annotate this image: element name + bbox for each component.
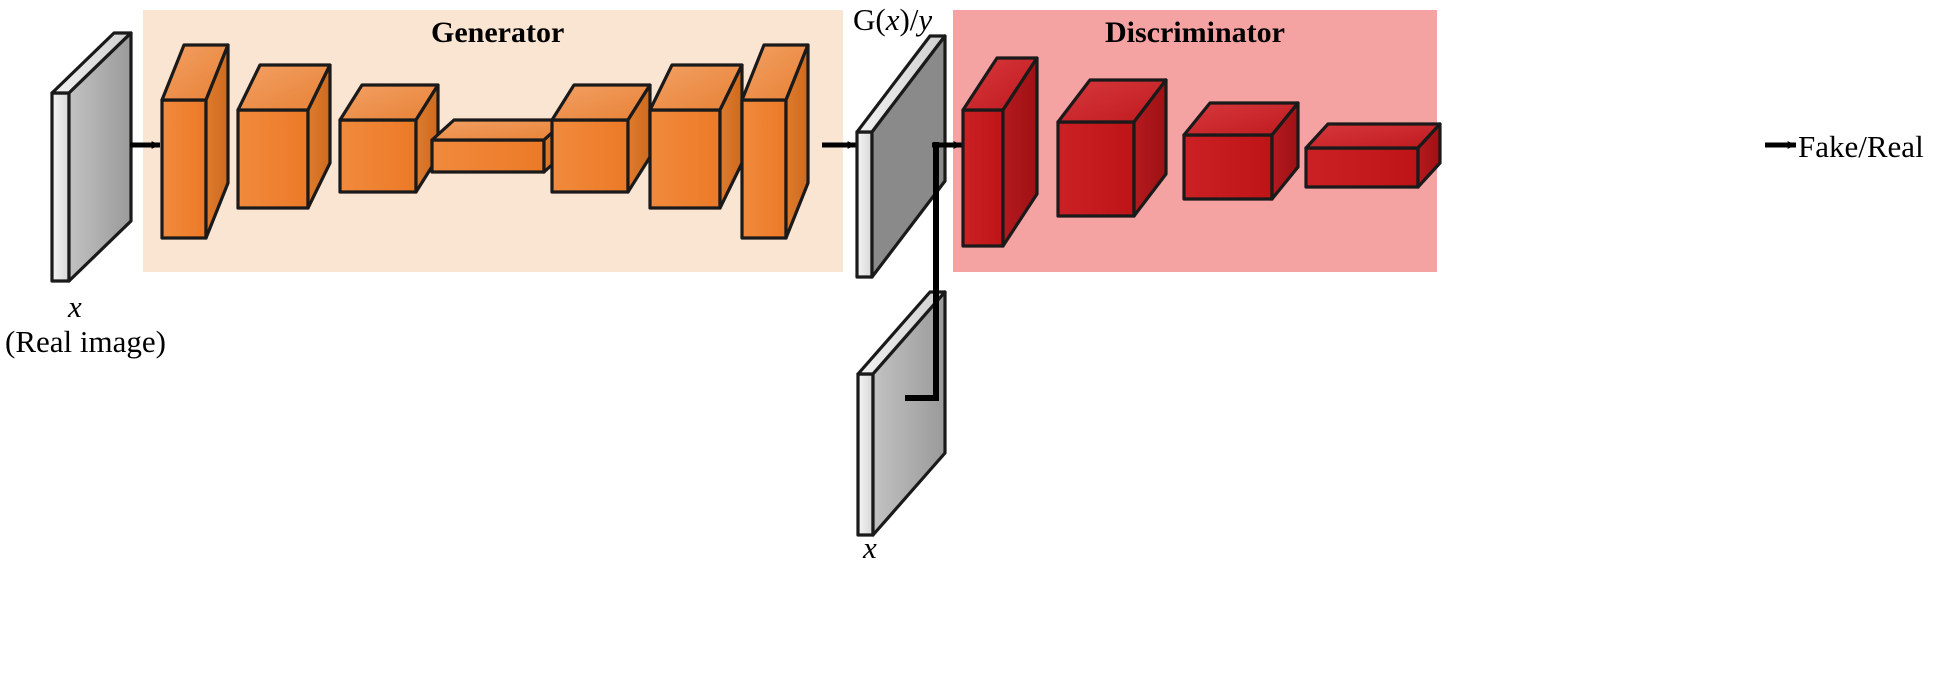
gen-block-6 [648, 63, 744, 210]
input-image-plane [50, 31, 133, 283]
generated-x-symbol: x [885, 2, 900, 37]
disc-block-3 [1182, 101, 1300, 201]
generated-mid: )/ [899, 2, 919, 37]
decision-output-label: Fake/Real [1798, 129, 1924, 164]
generator-title: Generator [431, 16, 565, 49]
gen-block-2 [236, 63, 332, 210]
connector-condition-overlay [905, 142, 939, 401]
generated-output-label: G(x)/y [853, 4, 932, 35]
condition-image-plane [856, 290, 947, 537]
input-caption: (Real image) [5, 324, 166, 359]
gen-block-1 [160, 43, 230, 240]
condition-x-symbol: x [863, 530, 877, 565]
gen-block-7 [740, 43, 810, 240]
disc-block-4 [1304, 122, 1442, 189]
gen-block-5 [550, 83, 652, 194]
discriminator-title: Discriminator [1105, 16, 1285, 49]
disc-block-2 [1056, 78, 1168, 218]
gen-block-3 [338, 83, 440, 194]
disc-block-1 [961, 56, 1039, 248]
gen-block-4 [430, 118, 568, 174]
generated-y-symbol: y [918, 2, 933, 37]
generated-prefix: G( [853, 2, 886, 37]
generated-image-plane [855, 34, 947, 279]
input-x-symbol: x [68, 289, 82, 324]
